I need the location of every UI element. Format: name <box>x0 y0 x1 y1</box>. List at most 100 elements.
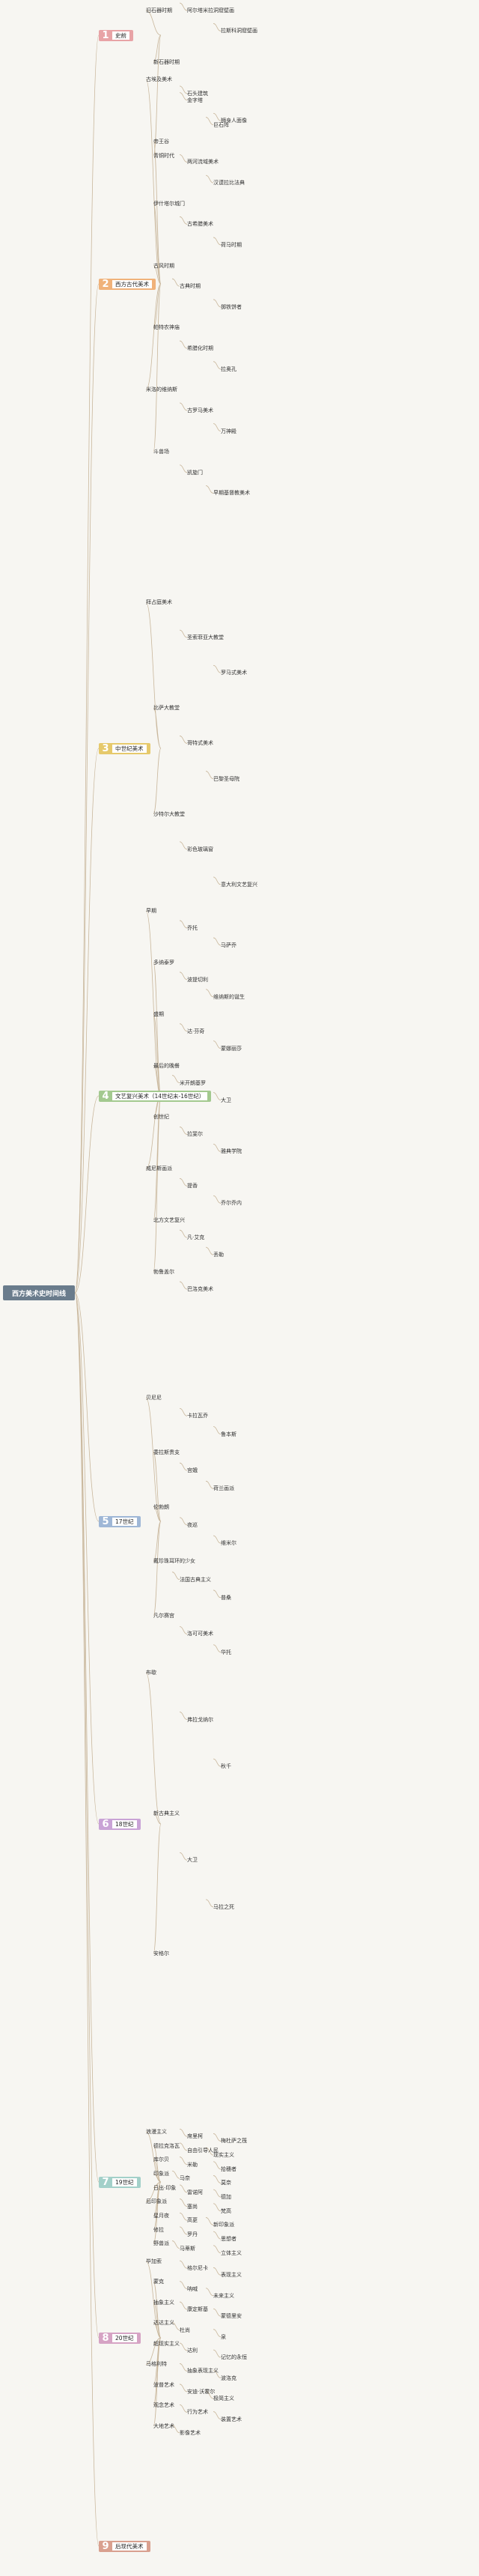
topic-node[interactable]: 古风时期 <box>153 262 174 269</box>
topic-node[interactable]: 马奈 <box>180 2175 190 2182</box>
topic-node[interactable]: 席里柯 <box>187 2133 203 2140</box>
topic-node[interactable]: 大卫 <box>221 1097 231 1103</box>
topic-node[interactable]: 乔尔乔内 <box>221 1200 242 1207</box>
topic-node[interactable]: 勃鲁盖尔 <box>153 1269 174 1276</box>
topic-node[interactable]: 雷诺阿 <box>187 2189 203 2195</box>
topic-node[interactable]: 现实主义 <box>213 2152 234 2159</box>
topic-node[interactable]: 圣索菲亚大教堂 <box>187 634 224 641</box>
topic-node[interactable]: 日出·印象 <box>153 2184 177 2191</box>
topic-node[interactable]: 贝尼尼 <box>146 1395 162 1401</box>
topic-node[interactable]: 巴洛克美术 <box>187 1286 213 1293</box>
root-node[interactable]: 西方美术史时间线 <box>3 1285 75 1300</box>
topic-node[interactable]: 盛期 <box>153 1010 164 1017</box>
topic-node[interactable]: 高更 <box>187 2217 198 2224</box>
topic-node[interactable]: 达达主义 <box>153 2320 174 2327</box>
topic-node[interactable]: 早期 <box>146 908 156 914</box>
topic-node[interactable]: 最后的晚餐 <box>153 1062 180 1069</box>
topic-node[interactable]: 拉斯科洞窟壁画 <box>221 28 257 34</box>
topic-node[interactable]: 蒙娜丽莎 <box>221 1045 242 1052</box>
topic-node[interactable]: 古典时期 <box>180 283 201 290</box>
topic-node[interactable]: 凯旋门 <box>187 469 203 476</box>
topic-node[interactable]: 呐喊 <box>187 2285 198 2292</box>
topic-node[interactable]: 创世纪 <box>153 1114 169 1121</box>
topic-node[interactable]: 大地艺术 <box>153 2422 174 2429</box>
topic-node[interactable]: 浪漫主义 <box>146 2129 167 2135</box>
topic-node[interactable]: 伦勃朗 <box>153 1503 169 1510</box>
topic-node[interactable]: 意大利文艺复兴 <box>221 881 257 888</box>
topic-node[interactable]: 宫娥 <box>187 1467 198 1474</box>
topic-node[interactable]: 乔托 <box>187 924 198 931</box>
topic-node[interactable]: 马蒂斯 <box>180 2245 195 2252</box>
topic-node[interactable]: 立体主义 <box>221 2249 242 2256</box>
topic-node[interactable]: 狮身人面像 <box>221 118 247 124</box>
topic-node[interactable]: 马格利特 <box>146 2361 167 2368</box>
topic-node[interactable]: 希腊化时期 <box>187 345 213 352</box>
topic-node[interactable]: 拉奥孔 <box>221 366 237 372</box>
topic-node[interactable]: 维纳斯的诞生 <box>213 993 245 1000</box>
topic-node[interactable]: 汉谟拉比法典 <box>213 180 245 187</box>
topic-node[interactable]: 格尔尼卡 <box>187 2265 208 2272</box>
topic-node[interactable]: 比萨大教堂 <box>153 705 180 712</box>
topic-node[interactable]: 新石器时期 <box>153 59 180 66</box>
topic-node[interactable]: 罗马式美术 <box>221 670 247 676</box>
topic-node[interactable]: 观念艺术 <box>153 2402 174 2409</box>
topic-node[interactable]: 威尼斯画派 <box>146 1166 172 1172</box>
topic-node[interactable]: 古希腊美术 <box>187 221 213 228</box>
topic-node[interactable]: 秋千 <box>221 1763 231 1770</box>
topic-node[interactable]: 荷兰画派 <box>213 1485 234 1492</box>
topic-node[interactable]: 莫奈 <box>221 2180 231 2186</box>
topic-node[interactable]: 塞尚 <box>187 2203 198 2210</box>
topic-node[interactable]: 金字塔 <box>187 97 203 103</box>
topic-node[interactable]: 青铜时代 <box>153 153 174 160</box>
topic-node[interactable]: 泉 <box>221 2333 226 2340</box>
topic-node[interactable]: 未来主义 <box>213 2292 234 2299</box>
topic-node[interactable]: 抽象主义 <box>153 2299 174 2306</box>
topic-node[interactable]: 达利 <box>187 2348 198 2354</box>
topic-node[interactable]: 大卫 <box>187 1857 198 1864</box>
topic-node[interactable]: 超现实主义 <box>153 2340 180 2347</box>
topic-node[interactable]: 华托 <box>221 1649 231 1655</box>
topic-node[interactable]: 野兽派 <box>153 2240 169 2247</box>
topic-node[interactable]: 康定斯基 <box>187 2306 208 2313</box>
topic-node[interactable]: 丢勒 <box>213 1252 224 1258</box>
topic-node[interactable]: 北方文艺复兴 <box>153 1217 185 1224</box>
topic-node[interactable]: 德拉克洛瓦 <box>153 2142 180 2149</box>
topic-node[interactable]: 极简主义 <box>213 2395 234 2402</box>
topic-node[interactable]: 马拉之死 <box>213 1903 234 1910</box>
topic-node[interactable]: 抽象表现主义 <box>187 2368 219 2375</box>
topic-node[interactable]: 米勒 <box>187 2161 198 2168</box>
topic-node[interactable]: 维米尔 <box>221 1540 237 1547</box>
topic-node[interactable]: 米洛的维纳斯 <box>146 387 177 393</box>
topic-node[interactable]: 马萨乔 <box>221 942 237 948</box>
topic-node[interactable]: 安迪·沃霍尔 <box>187 2388 216 2395</box>
topic-node[interactable]: 早期基督教美术 <box>213 490 250 497</box>
topic-node[interactable]: 杜尚 <box>180 2327 190 2333</box>
topic-node[interactable]: 罗丹 <box>187 2231 198 2237</box>
topic-node[interactable]: 法国古典主义 <box>180 1576 211 1583</box>
topic-node[interactable]: 波普艺术 <box>153 2381 174 2388</box>
topic-node[interactable]: 巨石阵 <box>213 121 229 128</box>
topic-node[interactable]: 卡拉瓦乔 <box>187 1413 208 1419</box>
topic-node[interactable]: 米开朗基罗 <box>180 1079 206 1086</box>
topic-node[interactable]: 委拉斯贵支 <box>153 1449 180 1455</box>
topic-node[interactable]: 提香 <box>187 1183 198 1189</box>
topic-node[interactable]: 新印象派 <box>213 2222 234 2228</box>
topic-node[interactable]: 拜占庭美术 <box>146 599 172 605</box>
topic-node[interactable]: 表现主义 <box>221 2272 242 2279</box>
topic-node[interactable]: 波提切利 <box>187 976 208 983</box>
topic-node[interactable]: 掷铁饼者 <box>221 303 242 310</box>
topic-node[interactable]: 石头建筑 <box>187 90 208 97</box>
topic-node[interactable]: 凡·艾克 <box>187 1234 205 1241</box>
topic-node[interactable]: 旧石器时期 <box>146 7 172 13</box>
topic-node[interactable]: 洛可可美术 <box>187 1631 213 1637</box>
topic-node[interactable]: 德加 <box>221 2194 231 2201</box>
topic-node[interactable]: 夜巡 <box>187 1521 198 1528</box>
topic-node[interactable]: 古罗马美术 <box>187 407 213 413</box>
topic-node[interactable]: 思想者 <box>221 2236 237 2243</box>
topic-node[interactable]: 印象派 <box>153 2171 169 2177</box>
topic-node[interactable]: 伊什塔尔城门 <box>153 200 185 207</box>
topic-node[interactable]: 毕加索 <box>146 2258 162 2264</box>
